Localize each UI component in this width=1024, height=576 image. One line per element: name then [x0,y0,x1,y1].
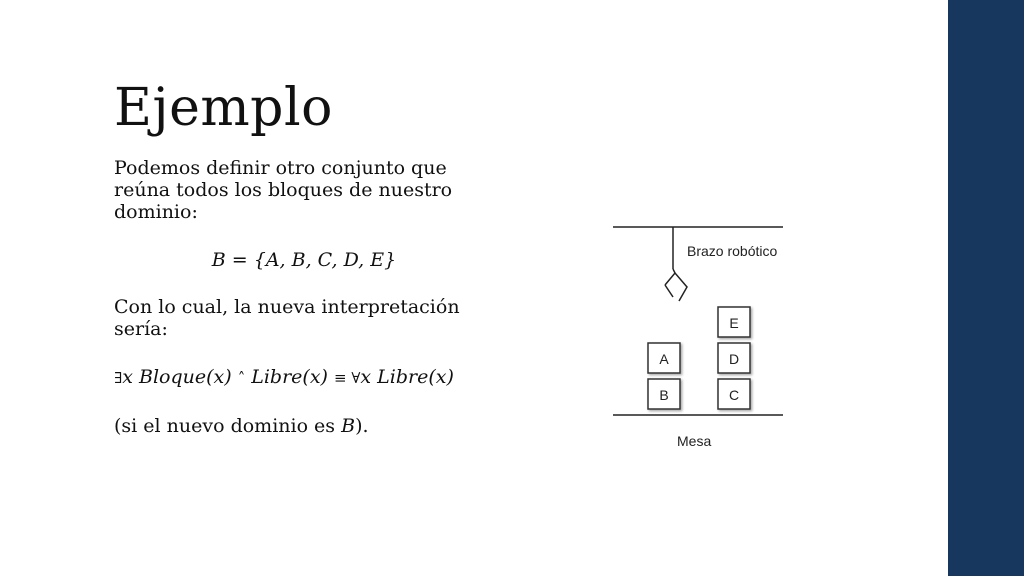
paragraph-domain-note: (si el nuevo dominio es B). [114,415,494,437]
svg-text:C: C [729,387,739,403]
paragraph-define-set: Podemos definir otro conjunto que reúna … [114,157,453,223]
blocks-world-svg: Brazo robótico A B C D E Mesa [613,226,783,449]
paragraph-new-interpretation: Con lo cual, la nueva interpretación ser… [114,296,460,340]
exists-symbol: ∃ [114,369,123,387]
formula-left: x Bloque(x) [122,366,238,388]
block-c: C [717,378,751,410]
forall-symbol: ∀ [346,369,361,387]
slide-title: Ejemplo [114,78,333,138]
svg-text:B: B [659,387,668,403]
equiv-symbol: ≡ [334,369,347,387]
arm-label: Brazo robótico [687,243,777,259]
blocks-world-diagram: Brazo robótico A B C D E Mesa [605,215,805,455]
formula-set-b: B = {A, B, C, D, E} [211,249,397,271]
table-label: Mesa [677,433,711,449]
svg-text:A: A [659,351,669,367]
svg-text:E: E [729,315,738,331]
formula-interpretation: ∃x Bloque(x) ˄ Libre(x) ≡ ∀x Libre(x) [114,366,454,389]
domain-note-set: B [341,415,356,437]
and-symbol: ˄ [237,369,246,387]
formula-middle: Libre(x) [245,366,335,388]
block-b: B [647,378,681,410]
domain-note-prefix: (si el nuevo dominio es [114,415,342,437]
svg-text:D: D [729,351,739,367]
block-a: A [647,342,681,374]
robot-arm-icon [664,227,688,302]
domain-note-suffix: ). [355,415,369,437]
slide-sidebar-accent [948,0,1024,576]
block-e: E [717,306,751,338]
formula-right: x Libre(x) [360,366,454,388]
slide-body: Podemos definir otro conjunto que reúna … [114,157,494,437]
block-d: D [717,342,751,374]
